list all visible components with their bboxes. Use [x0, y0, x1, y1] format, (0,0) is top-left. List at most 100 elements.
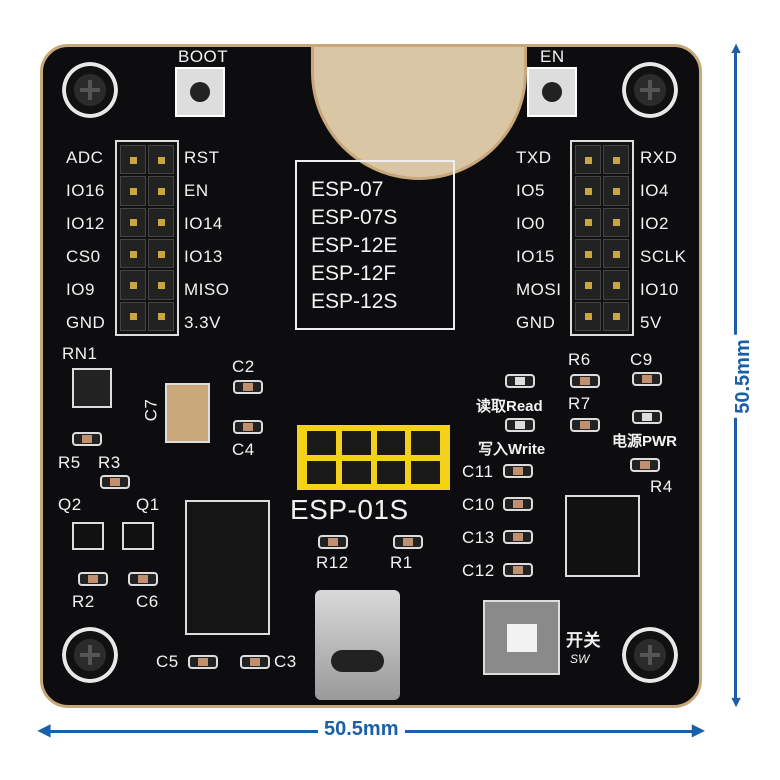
arrow-right-icon: ▶	[692, 722, 705, 739]
q2-label: Q2	[58, 495, 82, 514]
capacitor	[503, 530, 533, 544]
pin-label: MISO	[184, 280, 230, 299]
c9-label: C9	[630, 350, 653, 369]
r7-label: R7	[568, 394, 591, 413]
r12-label: R12	[316, 553, 349, 572]
pin-label: 3.3V	[184, 313, 221, 332]
screw-icon	[622, 627, 678, 683]
switch-label-en: SW	[570, 652, 590, 666]
r4-label: R4	[650, 477, 673, 496]
switch-label-cn: 开关	[566, 631, 601, 650]
write-led	[505, 418, 535, 432]
pin-label: 5V	[640, 313, 662, 332]
capacitor	[188, 655, 218, 669]
resistor	[570, 374, 600, 388]
pin-label: IO12	[66, 214, 105, 233]
pin-label: IO10	[640, 280, 679, 299]
esp-module-outline: ESP-07 ESP-07S ESP-12E ESP-12F ESP-12S	[295, 160, 455, 330]
screw-icon	[62, 627, 118, 683]
capacitor	[503, 563, 533, 577]
module-type: ESP-12E	[311, 234, 398, 257]
left-pin-header	[115, 140, 179, 336]
module-type: ESP-12S	[311, 290, 398, 313]
power-led	[632, 410, 662, 424]
resistor-network	[72, 368, 112, 408]
c5-label: C5	[156, 652, 179, 671]
r3-label: R3	[98, 453, 121, 472]
module-type: ESP-07S	[311, 206, 398, 229]
pin-label: SCLK	[640, 247, 687, 266]
pin-label: RXD	[640, 148, 678, 167]
q1-label: Q1	[136, 495, 160, 514]
r2-label: R2	[72, 592, 95, 611]
pin-label: IO13	[184, 247, 223, 266]
r6-label: R6	[568, 350, 591, 369]
c10-label: C10	[462, 495, 495, 514]
capacitor	[233, 380, 263, 394]
pin-label: IO2	[640, 214, 669, 233]
r5-label: R5	[58, 453, 81, 472]
transistor-q2	[72, 522, 104, 550]
pin-label: TXD	[516, 148, 552, 167]
arrow-left-icon: ◀	[38, 722, 51, 739]
capacitor	[128, 572, 158, 586]
c12-label: C12	[462, 561, 495, 580]
screw-icon	[62, 62, 118, 118]
esp01s-socket	[297, 425, 450, 490]
capacitor	[503, 497, 533, 511]
resistor	[72, 432, 102, 446]
height-dimension-label: 50.5mm	[729, 335, 757, 418]
pin-label: CS0	[66, 247, 101, 266]
pin-label: GND	[516, 313, 556, 332]
read-led	[505, 374, 535, 388]
c11-label: C11	[462, 462, 494, 481]
en-button[interactable]	[527, 67, 577, 117]
pin-label: MOSI	[516, 280, 562, 299]
c13-label: C13	[462, 528, 495, 547]
right-pin-header	[570, 140, 634, 336]
pin-label: GND	[66, 313, 106, 332]
pin-label: IO4	[640, 181, 669, 200]
c3-label: C3	[274, 652, 297, 671]
resistor	[318, 535, 348, 549]
pin-label: IO5	[516, 181, 545, 200]
arrow-up-icon: ▲	[728, 40, 744, 57]
ic-chip	[185, 500, 270, 635]
screw-icon	[622, 62, 678, 118]
resistor	[78, 572, 108, 586]
capacitor	[233, 420, 263, 434]
resistor	[393, 535, 423, 549]
c6-label: C6	[136, 592, 159, 611]
capacitor-c7	[165, 383, 210, 443]
c2-label: C2	[232, 357, 255, 376]
read-label: 读取Read	[476, 398, 543, 415]
voltage-regulator	[565, 495, 640, 577]
c7-label: C7	[141, 398, 161, 422]
en-label: EN	[540, 47, 565, 66]
capacitor	[632, 372, 662, 386]
esp01s-label: ESP-01S	[290, 494, 409, 525]
pin-label: RST	[184, 148, 220, 167]
pin-label: ADC	[66, 148, 104, 167]
arrow-down-icon: ▼	[728, 694, 744, 711]
pin-label: EN	[184, 181, 209, 200]
r1-label: R1	[390, 553, 413, 572]
pin-label: IO14	[184, 214, 223, 233]
pin-label: IO16	[66, 181, 105, 200]
power-label: 电源PWR	[612, 433, 677, 450]
pin-label: IO15	[516, 247, 555, 266]
transistor-q1	[122, 522, 154, 550]
pin-label: IO9	[66, 280, 95, 299]
capacitor	[503, 464, 533, 478]
pin-label: IO0	[516, 214, 545, 233]
resistor	[630, 458, 660, 472]
module-type: ESP-07	[311, 178, 384, 201]
power-switch[interactable]	[483, 600, 560, 675]
usb-c-port[interactable]	[315, 590, 400, 700]
resistor	[570, 418, 600, 432]
module-type: ESP-12F	[311, 262, 397, 285]
boot-button[interactable]	[175, 67, 225, 117]
write-label: 写入Write	[478, 441, 546, 458]
boot-label: BOOT	[178, 47, 229, 66]
capacitor	[240, 655, 270, 669]
